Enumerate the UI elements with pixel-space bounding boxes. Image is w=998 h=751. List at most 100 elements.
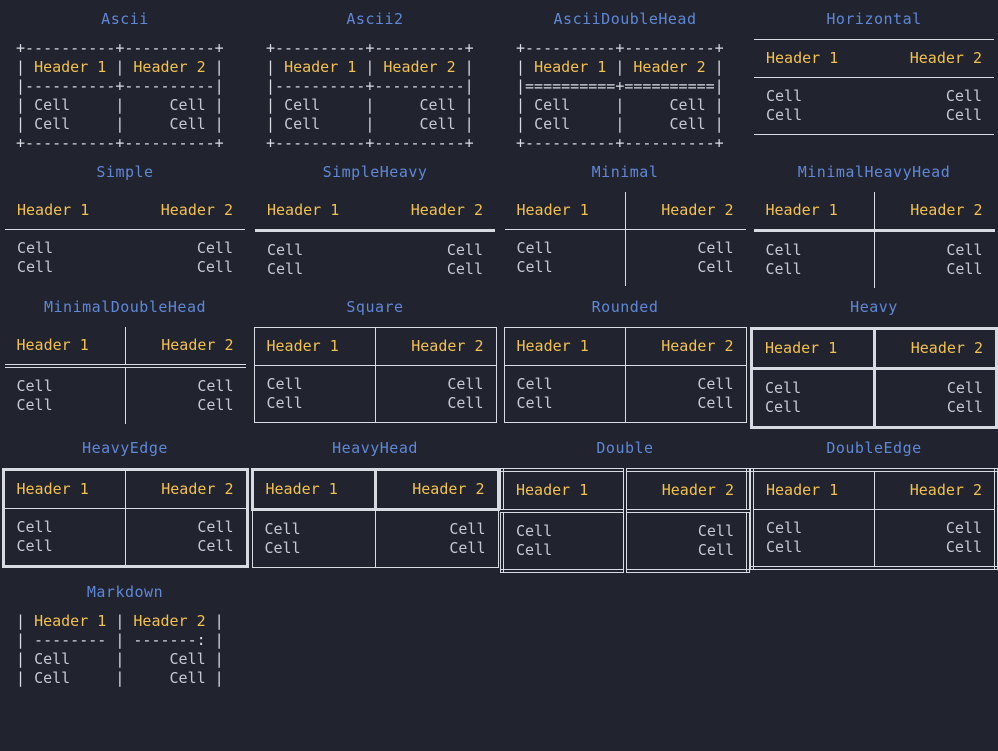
column-header-2: Header 2 — [661, 337, 734, 355]
table-title-double: Double — [596, 439, 654, 457]
table-header-row: Header 1 Header 2 — [254, 327, 496, 366]
column-header-1: Header 1 — [3, 469, 126, 509]
column-header-2: Header 2 — [661, 481, 734, 499]
ascii-table-ascii: +----------+----------+ | Header 1 | Hea… — [16, 39, 224, 152]
table-title-ascii2: Ascii2 — [346, 10, 404, 28]
column-header-1: Header 1 — [504, 192, 626, 230]
column-header-2: Header 2 — [909, 481, 982, 499]
table-title-doubleedge: DoubleEdge — [826, 439, 922, 457]
column-header-2: Header 2 — [411, 337, 484, 355]
column-header-2: Header 2 — [910, 201, 983, 219]
table-title-horizontal: Horizontal — [826, 10, 922, 28]
table-card-asciidoublehead: AsciiDoubleHead+----------+----------+ |… — [500, 0, 750, 153]
column-header-1: Header 1 — [766, 49, 839, 67]
column-header-1: Header 1 — [254, 327, 376, 366]
column-header-1: Header 1 — [504, 327, 626, 366]
column-header-1: Header 1 — [752, 470, 875, 510]
column-header-1: Header 1 — [267, 201, 340, 219]
table-title-markdown: Markdown — [86, 583, 164, 601]
table-title-minimal: Minimal — [591, 163, 659, 181]
table-card-ascii: Ascii+----------+----------+ | Header 1 … — [0, 0, 250, 153]
table-header-row: Header 1 Header 2 — [504, 327, 746, 366]
column-header-2: Header 2 — [160, 201, 233, 219]
table-title-minimalheavyhead: MinimalHeavyHead — [797, 163, 951, 181]
box-style-gallery: Ascii+----------+----------+ | Header 1 … — [0, 0, 998, 688]
ascii-table-ascii2: +----------+----------+ | Header 1 | Hea… — [266, 39, 474, 152]
column-header-1: Header 1 — [250, 468, 377, 510]
column-header-1: Header 1 — [17, 201, 90, 219]
table-card-markdown: Markdown| Header 1 | Header 2 | | ------… — [0, 573, 250, 688]
